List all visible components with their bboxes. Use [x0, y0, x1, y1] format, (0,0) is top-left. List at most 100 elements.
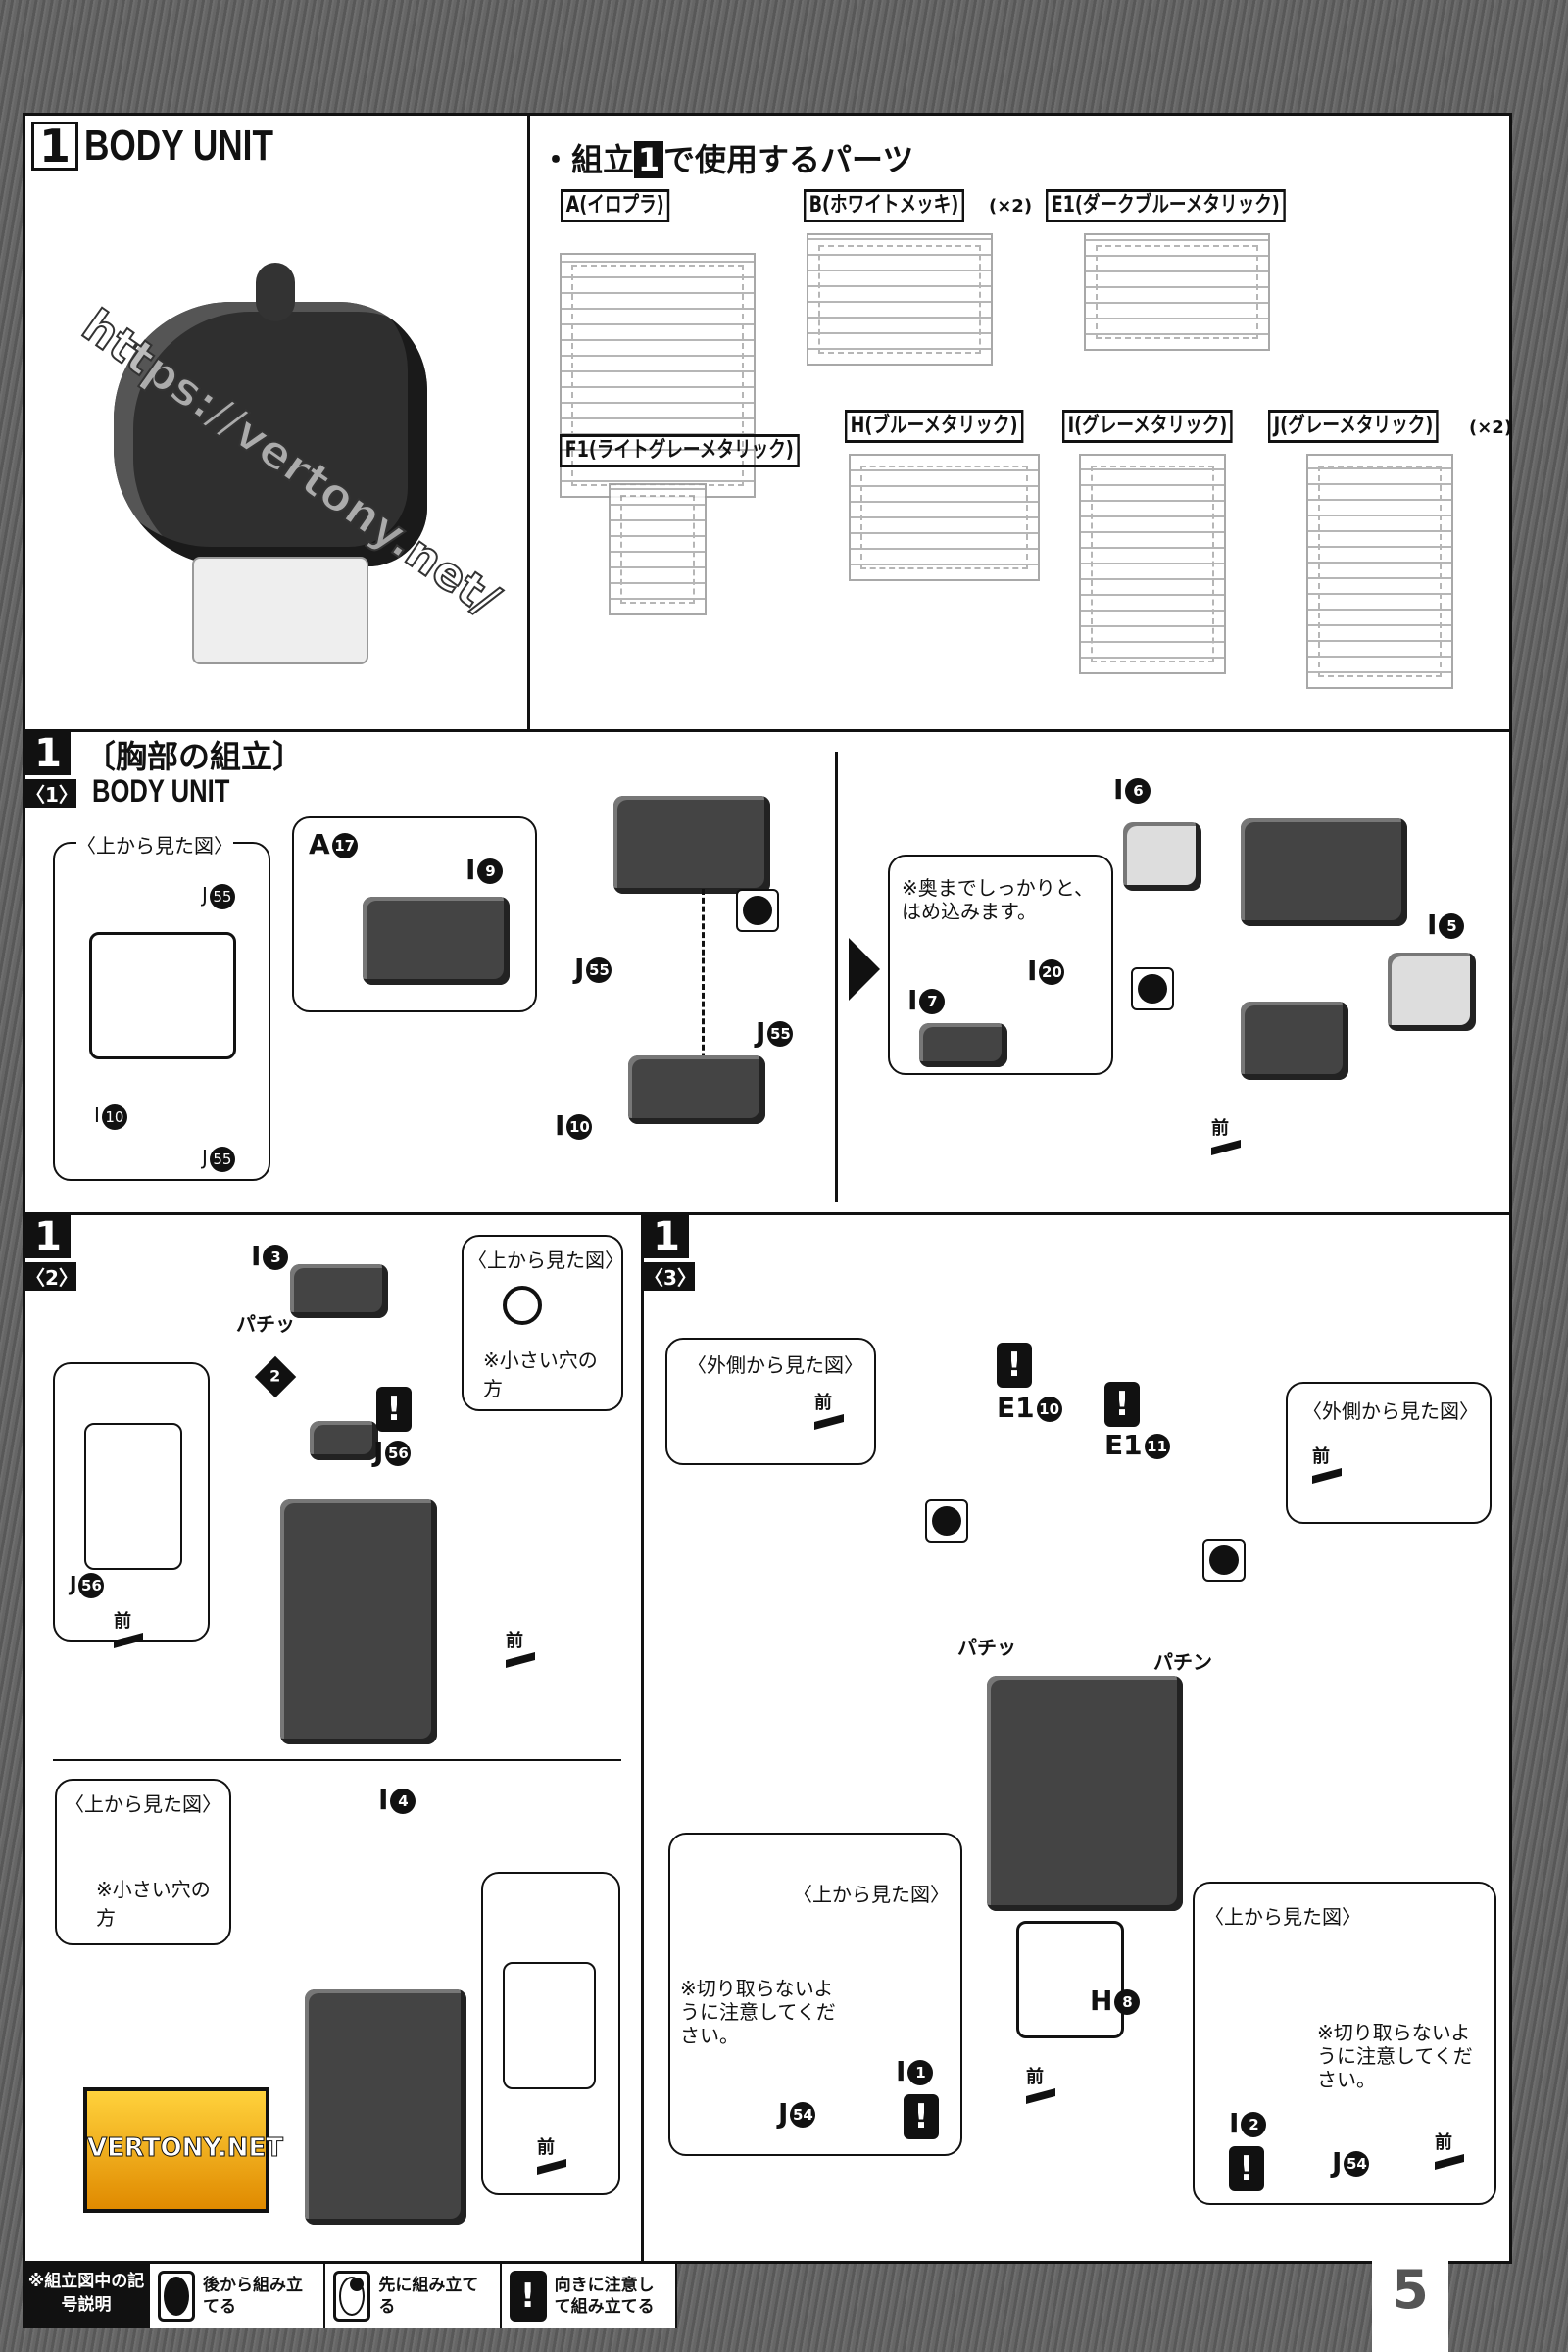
runner-f1 — [609, 483, 707, 615]
front-indicator: 前 — [814, 1389, 844, 1426]
orientation-warning-icon: ! — [1104, 1382, 1140, 1427]
part-number-badge: 17 — [331, 833, 358, 858]
outer-view-label: 〈外側から見た図〉 — [1302, 1399, 1479, 1423]
part-drawing — [1241, 1002, 1348, 1080]
note-text: ※切り取らないように注意してください。 — [1317, 2021, 1473, 2091]
parts-heading-prefix: ・組立 — [540, 141, 635, 178]
part-number-badge: 55 — [586, 957, 612, 983]
section-title: BODY UNIT — [84, 122, 273, 170]
runner-label-e1: E1(ダークブルーメタリック) — [1046, 189, 1286, 222]
snap-sound-text: パチッ — [957, 1636, 1016, 1659]
note-text: ※切り取らないように注意してください。 — [680, 1977, 836, 2047]
label-text: A — [309, 828, 330, 860]
runner-i — [1079, 454, 1226, 674]
part-number-badge: 6 — [1125, 778, 1152, 804]
part-number-badge: 7 — [919, 989, 946, 1014]
top-view-callout: 〈上から見た図〉 ※小さい穴の方 — [462, 1235, 624, 1411]
chest-assembly-drawing — [280, 1499, 437, 1744]
label-text: J — [574, 953, 585, 985]
runner-qty-b: (×2) — [989, 196, 1033, 217]
label-text: 2 — [270, 1366, 281, 1386]
assemble-later-icon — [158, 2271, 195, 2322]
part-number-badge: 54 — [1344, 2151, 1370, 2177]
runner-j — [1306, 454, 1453, 689]
top-view-label: 〈上から見た図〉 — [65, 1792, 221, 1816]
part-number-badge: 10 — [101, 1103, 127, 1130]
snap-sound-text: パチッ — [236, 1312, 295, 1336]
orientation-warning-icon: ! — [997, 1343, 1032, 1388]
label-text: J — [1332, 2146, 1343, 2179]
step-number: 1 — [644, 1215, 689, 1258]
runner-label-f1: F1(ライトグレーメタリック) — [560, 434, 800, 467]
snap-sound-text: パチン — [1153, 1650, 1212, 1674]
part-number-badge: 55 — [767, 1021, 794, 1047]
part-number-badge: 56 — [78, 1572, 105, 1598]
legend-item: 後から組み立てる — [150, 2264, 326, 2328]
part-drawing — [1388, 953, 1476, 1031]
chest-base-part — [628, 1055, 765, 1124]
parts-step: 1 — [634, 141, 664, 178]
front-indicator: 前 — [1211, 1114, 1241, 1152]
chest-assembly-drawing — [305, 1989, 466, 2225]
top-view-diagram — [89, 932, 236, 1059]
label-text: I — [896, 2055, 906, 2087]
label-text: J — [373, 1436, 384, 1468]
part-number-badge: 2 — [1241, 2112, 1267, 2137]
step-title: 〔胸部の組立〕 — [84, 738, 305, 775]
part-number-badge: 4 — [390, 1788, 416, 1814]
divider — [835, 752, 838, 1202]
top-view-label: 〈上から見た図〉 — [1204, 1905, 1361, 1929]
label-text: I — [907, 984, 918, 1016]
runner-label-b: B(ホワイトメッキ) — [804, 189, 964, 222]
part-number-badge: 10 — [1036, 1396, 1062, 1422]
runner-h — [849, 454, 1040, 581]
note-text: ※奥までしっかりと、はめ込みます。 — [902, 876, 1094, 923]
part-h8-drawing — [1016, 1921, 1124, 2038]
runner-b — [807, 233, 993, 366]
chest-assembly-drawing — [987, 1676, 1183, 1911]
part-drawing — [290, 1264, 388, 1318]
label-text: J — [202, 883, 208, 906]
part-number-badge: 55 — [209, 883, 235, 909]
body-unit-illustration — [114, 263, 437, 674]
front-indicator: 前 — [1435, 2129, 1464, 2166]
detail-callout: 前 — [481, 1872, 620, 2195]
runner-label-j: J(グレーメタリック) — [1268, 410, 1439, 443]
assemble-first-icon — [333, 2271, 371, 2322]
label-text: I — [94, 1103, 100, 1127]
orientation-warning-icon: ! — [376, 1387, 412, 1432]
part-drawing — [84, 1423, 182, 1570]
front-indicator: 前 — [506, 1627, 535, 1664]
part-number-badge: 11 — [1144, 1434, 1170, 1459]
top-view-label: 〈上から見た図〉 — [793, 1883, 950, 1906]
runner-label-h: H(ブルーメタリック) — [845, 410, 1024, 443]
part-number-badge: 20 — [1039, 959, 1065, 985]
assemble-later-icon — [925, 1499, 968, 1543]
front-indicator: 前 — [1312, 1443, 1342, 1480]
divider — [53, 1759, 621, 1761]
label-text: I — [1027, 955, 1038, 987]
part-number-badge: 8 — [1114, 1989, 1141, 2015]
label-text: I — [466, 854, 476, 886]
hole-diagram — [503, 1286, 542, 1325]
runner-label-a: A(イロプラ) — [561, 189, 670, 222]
next-arrow-icon — [849, 938, 880, 1001]
part-number-badge: 10 — [566, 1114, 593, 1140]
label-text: 向きに注意して組み立てる — [554, 2276, 655, 2317]
dashed-arrow — [702, 889, 705, 1085]
assemble-later-icon — [736, 889, 779, 932]
